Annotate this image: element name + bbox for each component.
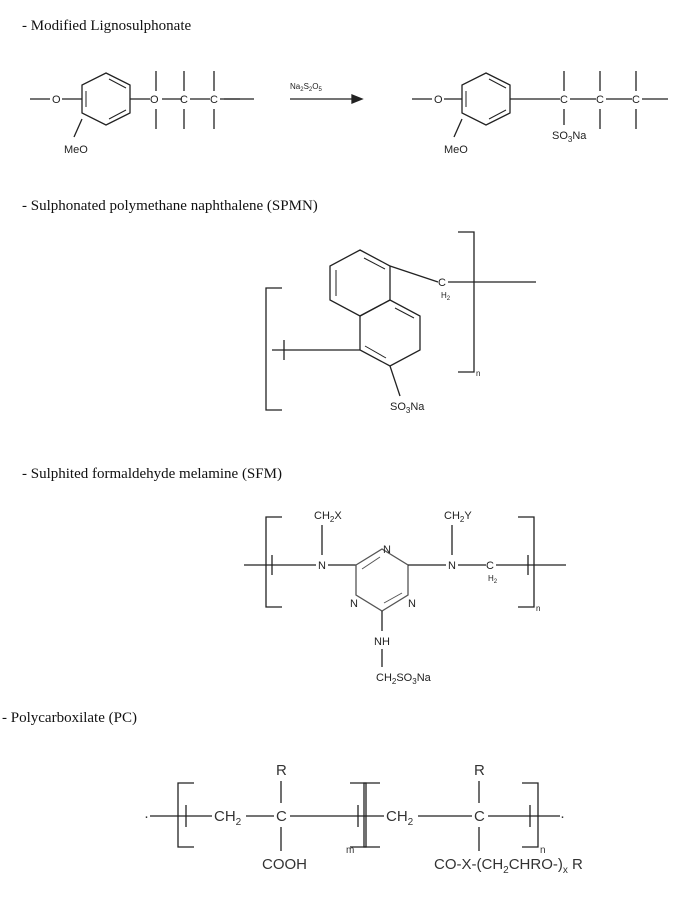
section-title-pc: - Polycarboxilate (PC) <box>2 710 137 726</box>
sfm-structure: n N N N N N C H2 CH2X CH2Y NH CH2SO3Na <box>0 495 693 695</box>
repeat-index-m: m <box>346 845 354 856</box>
carbon-atom: C <box>596 94 604 106</box>
carbon-atom: C <box>210 94 218 106</box>
oxygen-atom: O <box>434 94 443 106</box>
sulphonate-group: SO3Na <box>390 401 425 415</box>
repeat-index: n <box>536 604 540 613</box>
section-title-lignosulphonate: - Modified Lignosulphonate <box>22 18 192 34</box>
methylene-carbon: C <box>486 560 494 572</box>
methylene-hydrogens: H2 <box>441 291 451 302</box>
lignosulphonate-reactant: O MeO O C C <box>30 71 254 156</box>
carbon-atom: C <box>276 808 287 825</box>
methylene-hydrogens: H2 <box>488 574 498 585</box>
nitrogen-atom: N <box>408 598 416 610</box>
methylene-group: CH2 <box>214 808 242 828</box>
lignosulphonate-scheme: O MeO O C C Na2S2O5 O <box>0 55 693 175</box>
methylsulphonate-group: CH2SO3Na <box>376 672 432 686</box>
chain-end-dot: · <box>560 808 565 825</box>
r-group: R <box>276 762 287 779</box>
section-title-spmn: - Sulphonated polymethane naphthalene (S… <box>22 198 318 214</box>
repeat-index-n: n <box>540 845 546 856</box>
carbon-atom: C <box>180 94 188 106</box>
nitrogen-atom: N <box>448 560 456 572</box>
spmn-structure: C H2 n SO3Na <box>0 222 693 432</box>
r-group: R <box>474 762 485 779</box>
polyether-side-chain: CO-X-(CH2CHRO-)x R <box>434 856 583 876</box>
section-title-sfm: - Sulphited formaldehyde melamine (SFM) <box>22 466 282 482</box>
carbon-atom: C <box>474 808 485 825</box>
ch2y-group: CH2Y <box>444 510 472 524</box>
nitrogen-atom: N <box>350 598 358 610</box>
methoxy-label: MeO <box>64 144 88 156</box>
nitrogen-atom: N <box>318 560 326 572</box>
methoxy-label: MeO <box>444 144 468 156</box>
carbon-atom: C <box>632 94 640 106</box>
ch2x-group: CH2X <box>314 510 342 524</box>
methylene-carbon: C <box>438 277 446 289</box>
oxygen-atom: O <box>150 94 159 106</box>
lignosulphonate-product: O MeO C C C SO3Na <box>412 71 668 156</box>
carbon-atom: C <box>560 94 568 106</box>
reaction-arrow: Na2S2O5 <box>290 82 364 104</box>
chain-end-dot: · <box>144 808 149 825</box>
reagent-label: Na2S2O5 <box>290 82 323 93</box>
oxygen-atom: O <box>52 94 61 106</box>
amine-group: NH <box>374 636 390 648</box>
methylene-group: CH2 <box>386 808 414 828</box>
repeat-index: n <box>476 369 480 378</box>
pc-structure: m n · CH2 C CH2 C · R R COOH CO-X-(CH2CH… <box>0 755 693 915</box>
carboxyl-group: COOH <box>262 856 307 873</box>
nitrogen-atom: N <box>383 544 391 556</box>
sulphonate-group: SO3Na <box>552 130 587 144</box>
